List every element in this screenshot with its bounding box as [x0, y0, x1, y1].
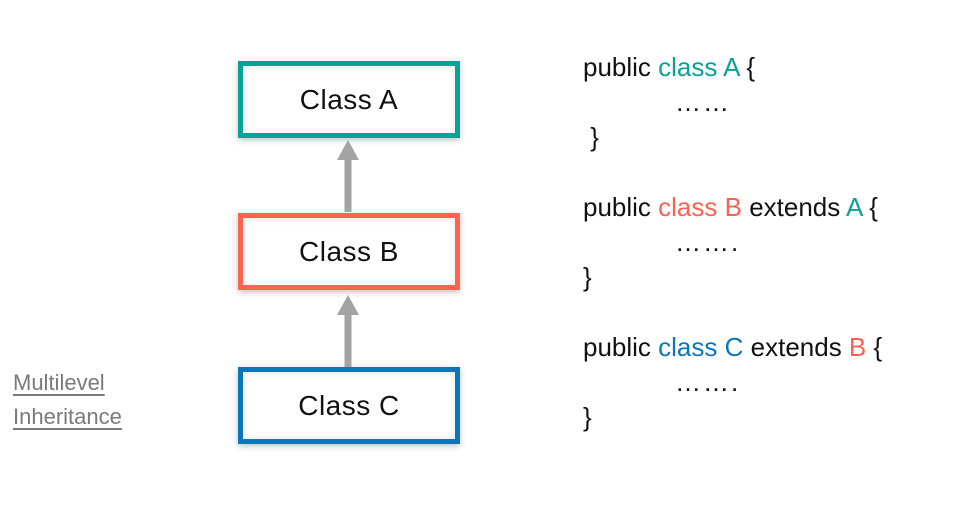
- code-block-class-b: public class B extends A { ……. }: [583, 190, 882, 295]
- code-token: public: [583, 192, 659, 222]
- class-a-box: Class A: [238, 61, 460, 138]
- code-token: extends: [743, 332, 849, 362]
- class-c-box-label: Class C: [298, 389, 400, 421]
- code-block-class-a: public class A { …… }: [583, 50, 882, 155]
- inheritance-arrow-b-to-a-icon: [337, 140, 359, 212]
- code-line-class-b-close: }: [583, 262, 592, 292]
- code-line-class-b-body: …….: [675, 227, 741, 257]
- code-line-class-a-signature: public class A {: [583, 50, 882, 85]
- code-token: A: [846, 192, 862, 222]
- code-token: {: [739, 52, 756, 82]
- caption-line-inheritance: Inheritance: [13, 404, 122, 429]
- code-token: public: [583, 52, 659, 82]
- code-token: class C: [658, 332, 744, 362]
- code-line-class-c-signature: public class C extends B {: [583, 330, 882, 365]
- code-token: public: [583, 332, 659, 362]
- code-column: public class A { …… } public class B ext…: [583, 50, 882, 470]
- class-b-box-label: Class B: [299, 235, 399, 267]
- class-c-box: Class C: [238, 367, 460, 444]
- inheritance-arrow-c-to-b-icon: [337, 295, 359, 367]
- caption-line-multilevel: Multilevel: [13, 370, 105, 395]
- code-line-class-b-signature: public class B extends A {: [583, 190, 882, 225]
- code-token: class B: [658, 192, 742, 222]
- code-token: {: [861, 192, 878, 222]
- code-token: {: [866, 332, 883, 362]
- code-line-class-a-body: ……: [675, 87, 731, 117]
- code-line-class-a-close: }: [583, 122, 599, 152]
- code-block-class-c: public class C extends B { ……. }: [583, 330, 882, 435]
- diagram-caption: Multilevel Inheritance: [13, 366, 122, 434]
- class-a-box-label: Class A: [299, 83, 399, 115]
- code-line-class-c-body: …….: [675, 367, 741, 397]
- code-token: extends: [741, 192, 847, 222]
- class-b-box: Class B: [238, 213, 460, 290]
- code-line-class-c-close: }: [583, 402, 592, 432]
- code-token: class A: [658, 52, 740, 82]
- code-token: B: [848, 332, 867, 362]
